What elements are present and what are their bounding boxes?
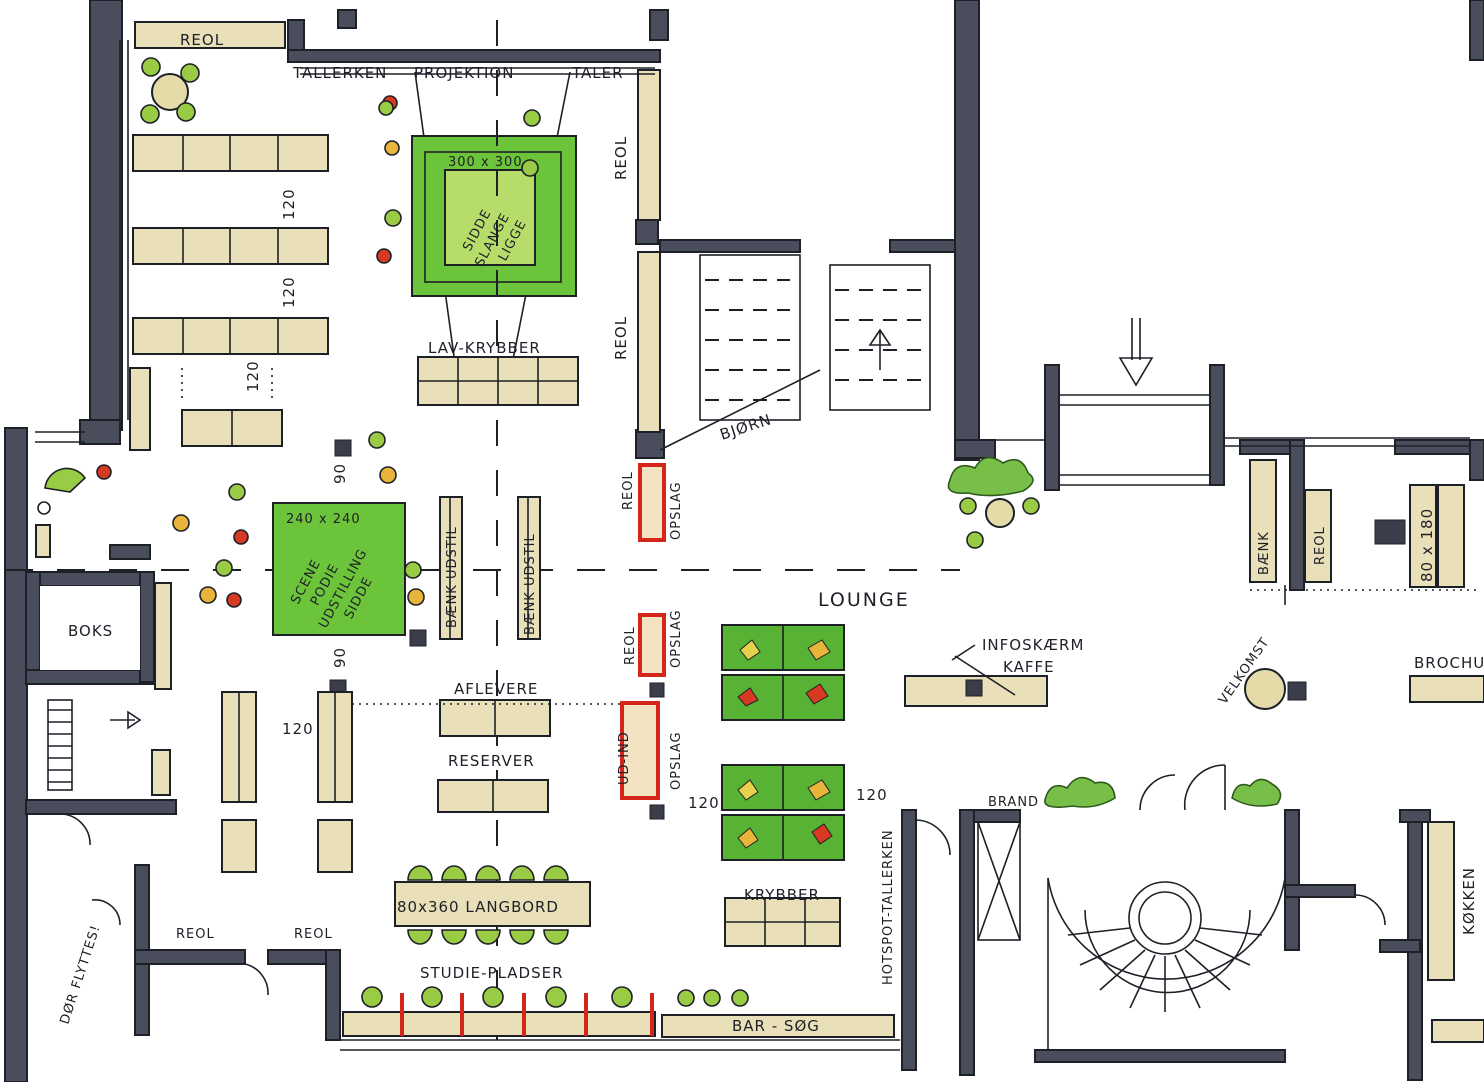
label-reol-right-side: REOL: [1313, 526, 1328, 565]
langbord-area: [394, 865, 591, 945]
label-reol-right-2: REOL: [612, 316, 630, 360]
label-size-240: 240 x 240: [286, 512, 361, 527]
study-desks: [342, 986, 895, 1038]
label-opslag-2: OPSLAG: [669, 609, 684, 668]
label-dim-120-d: 120: [282, 720, 314, 738]
label-bar-sog: BAR - SØG: [732, 1017, 820, 1035]
projection-area: [300, 20, 655, 1040]
spiral-stair: [977, 821, 1286, 1050]
label-dim-90-b: 90: [331, 647, 349, 668]
stairs-left: [47, 699, 142, 791]
scene-square: [272, 502, 406, 636]
label-size-300: 300 x 300: [448, 155, 523, 170]
label-dim-120-c: 120: [244, 360, 262, 392]
label-ud-ind: UD-IND: [617, 731, 632, 785]
lounge-sofas: [721, 624, 845, 947]
info-counter: [904, 644, 1484, 710]
label-opslag-1: OPSLAG: [669, 481, 684, 540]
walls: [4, 0, 1484, 1082]
shelves-top-left: [129, 21, 661, 451]
entrance-arrow-icon: [1118, 318, 1154, 387]
label-dim-90-a: 90: [331, 463, 349, 484]
label-krybber: KRYBBER: [744, 886, 820, 904]
label-baenk: BÆNK: [1257, 531, 1272, 575]
windows: [35, 40, 1470, 1051]
label-aflevere: AFLEVERE: [454, 680, 538, 698]
label-hotspot-tallerken: HOTSPOT-TALLERKEN: [881, 829, 896, 985]
label-dim-120-e: 120: [688, 794, 720, 812]
benches: [439, 496, 541, 640]
reading-corner: [140, 57, 200, 124]
label-brochurer: BROCHU: [1414, 654, 1484, 672]
label-bjorn: BJØRN: [718, 410, 774, 444]
label-dor-flyttes: DØR FLYTTES!: [58, 923, 104, 1026]
label-brand: BRAND: [988, 795, 1039, 810]
label-boks: BOKS: [68, 622, 113, 640]
label-baenk-udstil-2: BÆNK UDSTIL: [523, 533, 538, 635]
label-reol-right-1: REOL: [612, 136, 630, 180]
label-langbord: 80x360 LANGBORD: [397, 898, 559, 916]
label-lav-krybber: LAV-KRYBBER: [428, 339, 541, 357]
label-reol-opslag-2: REOL: [623, 626, 638, 665]
label-reol-bottom-1: REOL: [176, 927, 215, 942]
label-reserver: RESERVER: [448, 752, 535, 770]
chairs-projection: [376, 95, 541, 264]
label-lounge: LOUNGE: [818, 589, 910, 611]
label-size-80x180: 80 x 180: [1418, 508, 1436, 582]
label-opslag-3: OPSLAG: [669, 731, 684, 790]
label-kokken: KØKKEN: [1460, 867, 1478, 935]
label-infoskaerm: INFOSKÆRM: [982, 636, 1084, 654]
boks-room: [40, 586, 140, 670]
label-dim-120-f: 120: [856, 786, 888, 804]
label-dim-120-b: 120: [280, 276, 298, 308]
opslag-boards: [620, 463, 666, 820]
label-dim-120-a: 120: [280, 188, 298, 220]
label-tallerken: TALLERKEN: [292, 64, 387, 82]
left-middle: [5, 464, 960, 690]
stairs-center: [659, 254, 931, 451]
text-labels: REOL TALLERKEN PROJEKTION TALER 300 x 30…: [58, 31, 1484, 1035]
doors: [59, 764, 1386, 996]
label-studie-pladser: STUDIE-PLADSER: [420, 964, 564, 982]
label-projektion: PROJEKTION: [414, 64, 514, 82]
label-reol-opslag-1: REOL: [621, 471, 636, 510]
right-side: [1249, 459, 1484, 1043]
label-kaffe: KAFFE: [1003, 658, 1055, 676]
plants: [947, 456, 1282, 808]
label-taler: TALER: [571, 64, 624, 82]
label-reol-bottom-2: REOL: [294, 927, 333, 942]
lower-left-shelves: [151, 368, 625, 873]
scene-area: [172, 431, 427, 697]
label-baenk-udstil-1: BÆNK UDSTIL: [445, 526, 460, 628]
label-reol-top: REOL: [180, 31, 224, 49]
